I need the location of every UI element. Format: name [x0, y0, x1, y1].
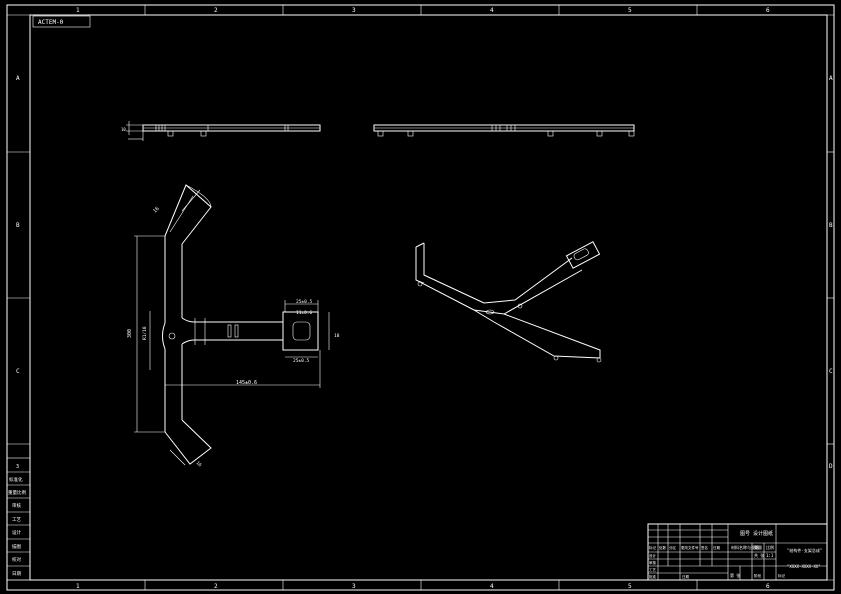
dim-slot-width-bottom: 25±0.5	[293, 358, 310, 364]
title-bottom-0: 批准	[649, 574, 657, 579]
left-stack-7: 校对	[12, 556, 21, 563]
title-drawing-code: "XXXX-XXXX-XX"	[787, 564, 821, 569]
title-bottom-3: 标记	[778, 573, 786, 578]
row-label-A-right: A	[829, 75, 833, 82]
row-label-D-right: D	[829, 463, 833, 470]
col-label-4-bottom: 4	[490, 583, 494, 590]
dim-hub: R1/10	[142, 326, 148, 340]
col-label-1-bottom: 1	[76, 583, 80, 590]
inner-frame	[29, 14, 828, 581]
title-scale-value: 1:1	[766, 553, 774, 558]
title-header-4: 签名	[701, 545, 708, 550]
left-stack-6: 描图	[12, 543, 21, 550]
dim-slot-inner: 11±0.6	[296, 310, 313, 316]
col-label-3: 3	[352, 7, 356, 14]
title-part-name: "结构件-支架总成"	[787, 547, 822, 553]
title-header-3: 更改文件号	[681, 545, 699, 550]
col-label-5: 5	[628, 7, 632, 14]
title-header-2: 分区	[669, 545, 677, 550]
title-material: 材料名称与规格	[731, 544, 759, 550]
dim-slot-height: 18	[334, 333, 340, 339]
col-label-6: 6	[766, 7, 770, 14]
title-header-cells: 标记 处数 分区 更改文件号 签名 日期	[649, 545, 721, 550]
title-header-0: 标记	[649, 545, 657, 550]
col-label-3-bottom: 3	[352, 583, 356, 590]
left-stack-8: 日期	[12, 571, 21, 577]
title-sign-0: 设计	[649, 553, 657, 558]
row-label-A-left: A	[16, 75, 20, 82]
left-stack-table: 3 标准化 重量比例 审核 工艺 设计 描图 校对 日期	[6, 457, 31, 581]
title-sheet-label: 共 张	[754, 552, 764, 558]
title-sign-2: 工艺	[649, 567, 657, 572]
left-stack-1: 标准化	[9, 476, 23, 483]
dim-arm-length: 145±0.6	[236, 380, 257, 386]
corner-tag-box	[32, 15, 91, 28]
row-label-B-left: B	[16, 222, 20, 229]
side-view-dim: 10	[121, 127, 126, 132]
title-sign-rows: 设计 审核 工艺	[649, 553, 657, 572]
dim-left-height: 300	[127, 329, 133, 338]
title-sheet-value: 第 张	[730, 572, 740, 578]
title-weight-label: 重量	[754, 544, 762, 550]
corner-tag: ACTEM-0	[38, 19, 64, 26]
col-label-4: 4	[490, 7, 494, 14]
dim-lower-arm: 16	[195, 460, 203, 468]
left-stack-2: 重量比例	[8, 489, 26, 496]
bottom-column-labels: 1 2 3 4 5 6	[76, 583, 770, 590]
title-bottom-1: 日期	[682, 574, 690, 579]
title-block	[647, 523, 828, 581]
title-sign-1: 审核	[649, 560, 657, 565]
top-grid-markers	[7, 5, 834, 16]
left-row-markers	[7, 151, 834, 445]
bottom-grid-markers	[7, 579, 834, 590]
left-stack-0: 3	[16, 464, 19, 470]
col-label-2: 2	[214, 7, 218, 14]
col-label-1: 1	[76, 7, 80, 14]
dim-slot-width-top: 25±0.5	[296, 299, 313, 305]
title-header-5: 日期	[713, 545, 721, 550]
isometric-view	[415, 241, 602, 363]
title-header-1: 处数	[659, 545, 667, 550]
title-bottom-cells: 批准 日期 阶段 标记	[649, 573, 786, 579]
title-bottom-2: 阶段	[754, 573, 762, 578]
row-label-C-right: C	[829, 368, 833, 375]
top-column-labels: 1 2 3 4 5 6	[76, 7, 770, 14]
col-label-2-bottom: 2	[214, 583, 218, 590]
row-label-B-right: B	[829, 222, 833, 229]
left-row-labels: A B C A B C D	[16, 75, 833, 470]
col-label-6-bottom: 6	[766, 583, 770, 590]
left-stack-3: 审核	[12, 502, 21, 509]
col-label-5-bottom: 5	[628, 583, 632, 590]
title-drawing-no: 图号 设计图纸	[740, 530, 773, 537]
dim-top-width: 16	[152, 206, 161, 215]
side-view-left: 10	[121, 121, 321, 141]
plan-view	[134, 184, 330, 466]
row-label-C-left: C	[16, 368, 20, 375]
title-scale-label: 比例	[766, 544, 774, 550]
left-stack-4: 工艺	[12, 517, 21, 523]
side-view-right	[373, 124, 635, 137]
left-stack-5: 设计	[12, 529, 21, 536]
outer-border	[6, 4, 835, 591]
